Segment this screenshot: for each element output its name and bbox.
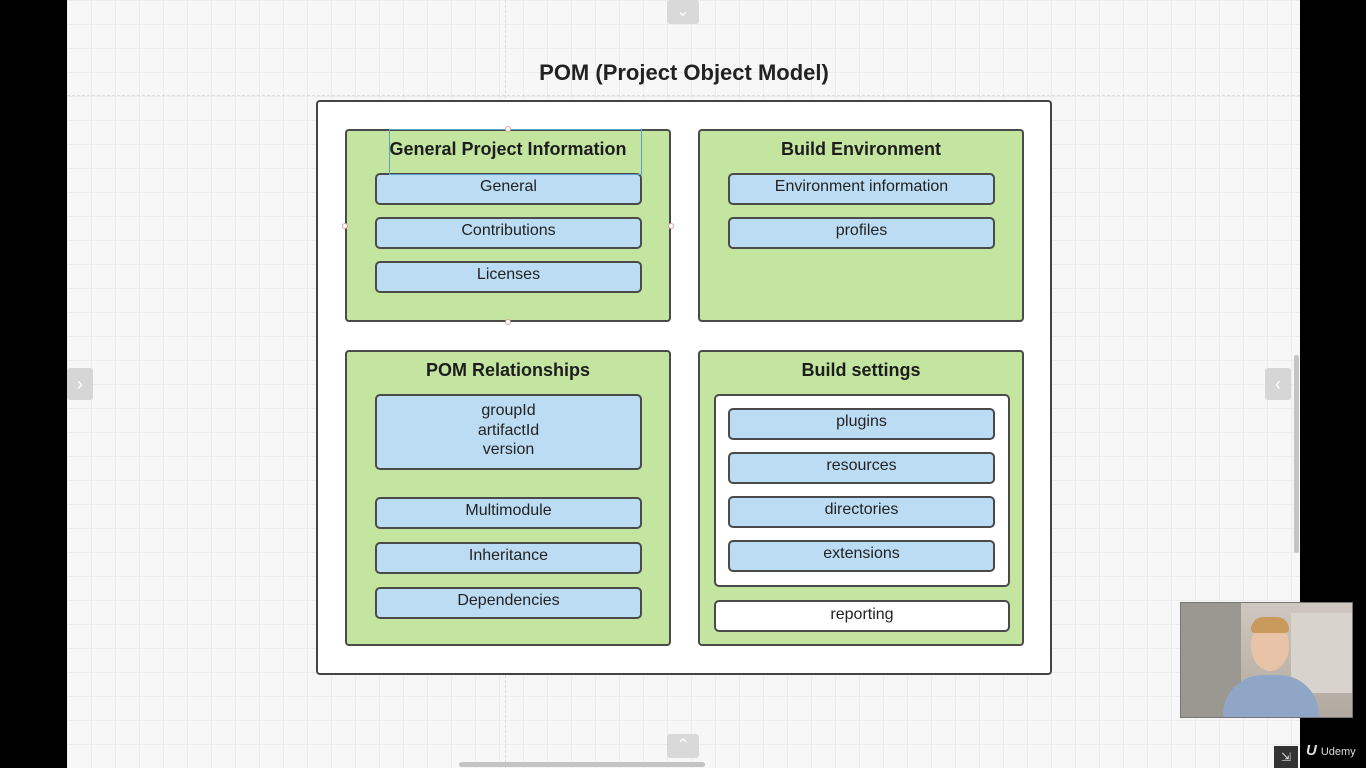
item-dependencies[interactable]: Dependencies — [375, 587, 642, 619]
item-resources[interactable]: resources — [728, 452, 995, 484]
resize-handle-bottom[interactable] — [505, 319, 511, 325]
item-plugins[interactable]: plugins — [728, 408, 995, 440]
instructor-hair — [1251, 617, 1289, 633]
item-reporting[interactable]: reporting — [714, 600, 1010, 632]
diagram-title[interactable]: POM (Project Object Model) — [539, 60, 829, 85]
coordinate-groupid: groupId — [481, 402, 536, 419]
item-directories[interactable]: directories — [728, 496, 995, 528]
panel-title[interactable]: Build Environment — [780, 139, 941, 159]
video-background-shelf — [1291, 613, 1352, 693]
right-panel-toggle[interactable]: ‹ — [1265, 368, 1291, 400]
minimize-icon: ⇲ — [1280, 750, 1292, 764]
collapse-bottom-button[interactable]: ⌃ — [667, 734, 699, 758]
collapse-top-button[interactable]: ⌄ — [667, 0, 699, 24]
pom-container[interactable]: General Project Information General Cont… — [316, 100, 1052, 675]
item-coordinates[interactable]: groupId artifactId version — [375, 394, 642, 470]
item-contributions[interactable]: Contributions — [375, 217, 642, 249]
chevron-left-icon: ‹ — [1275, 374, 1281, 394]
item-licenses[interactable]: Licenses — [375, 261, 642, 293]
resize-handle-left[interactable] — [342, 223, 348, 229]
item-multimodule[interactable]: Multimodule — [375, 497, 642, 529]
udemy-logo-text: Udemy — [1320, 746, 1356, 758]
panel-title[interactable]: POM Relationships — [425, 360, 591, 380]
horizontal-guide — [67, 95, 1300, 96]
build-group-box[interactable]: plugins resources directories extensions — [714, 394, 1010, 587]
item-inheritance[interactable]: Inheritance — [375, 542, 642, 574]
item-general[interactable]: General — [375, 173, 642, 205]
coordinate-artifactid: artifactId — [477, 421, 540, 439]
panel-general-project-information[interactable]: General Project Information General Cont… — [345, 129, 671, 322]
text-selection-box[interactable] — [389, 129, 642, 175]
coordinate-version: version — [482, 441, 535, 458]
udemy-logo-mark: U — [1306, 742, 1317, 759]
item-environment-information[interactable]: Environment information — [728, 173, 995, 205]
item-profiles[interactable]: profiles — [728, 217, 995, 249]
chevron-right-icon: › — [77, 374, 83, 394]
chevron-down-icon: ⌄ — [676, 3, 690, 20]
resize-handle-right[interactable] — [668, 223, 674, 229]
panel-title[interactable]: General Project Information — [389, 139, 627, 159]
instructor-body — [1223, 675, 1319, 717]
panel-build-environment[interactable]: Build Environment Environment informatio… — [698, 129, 1024, 322]
resize-handle-top[interactable] — [505, 126, 511, 132]
diagram-canvas[interactable]: ⌄ POM (Project Object Model) General Pro… — [67, 0, 1300, 768]
chevron-up-icon: ⌃ — [676, 737, 690, 754]
panel-pom-relationships[interactable]: POM Relationships groupId artifactId ver… — [345, 350, 671, 646]
horizontal-scrollbar[interactable] — [459, 762, 705, 767]
minimize-video-button[interactable]: ⇲ — [1274, 746, 1298, 768]
vertical-scrollbar[interactable] — [1294, 355, 1299, 553]
panel-title[interactable]: Build settings — [801, 360, 921, 380]
panel-build-settings[interactable]: Build settings plugins resources directo… — [698, 350, 1024, 646]
left-panel-toggle[interactable]: › — [67, 368, 93, 400]
instructor-webcam[interactable] — [1180, 602, 1353, 718]
item-extensions[interactable]: extensions — [728, 540, 995, 572]
